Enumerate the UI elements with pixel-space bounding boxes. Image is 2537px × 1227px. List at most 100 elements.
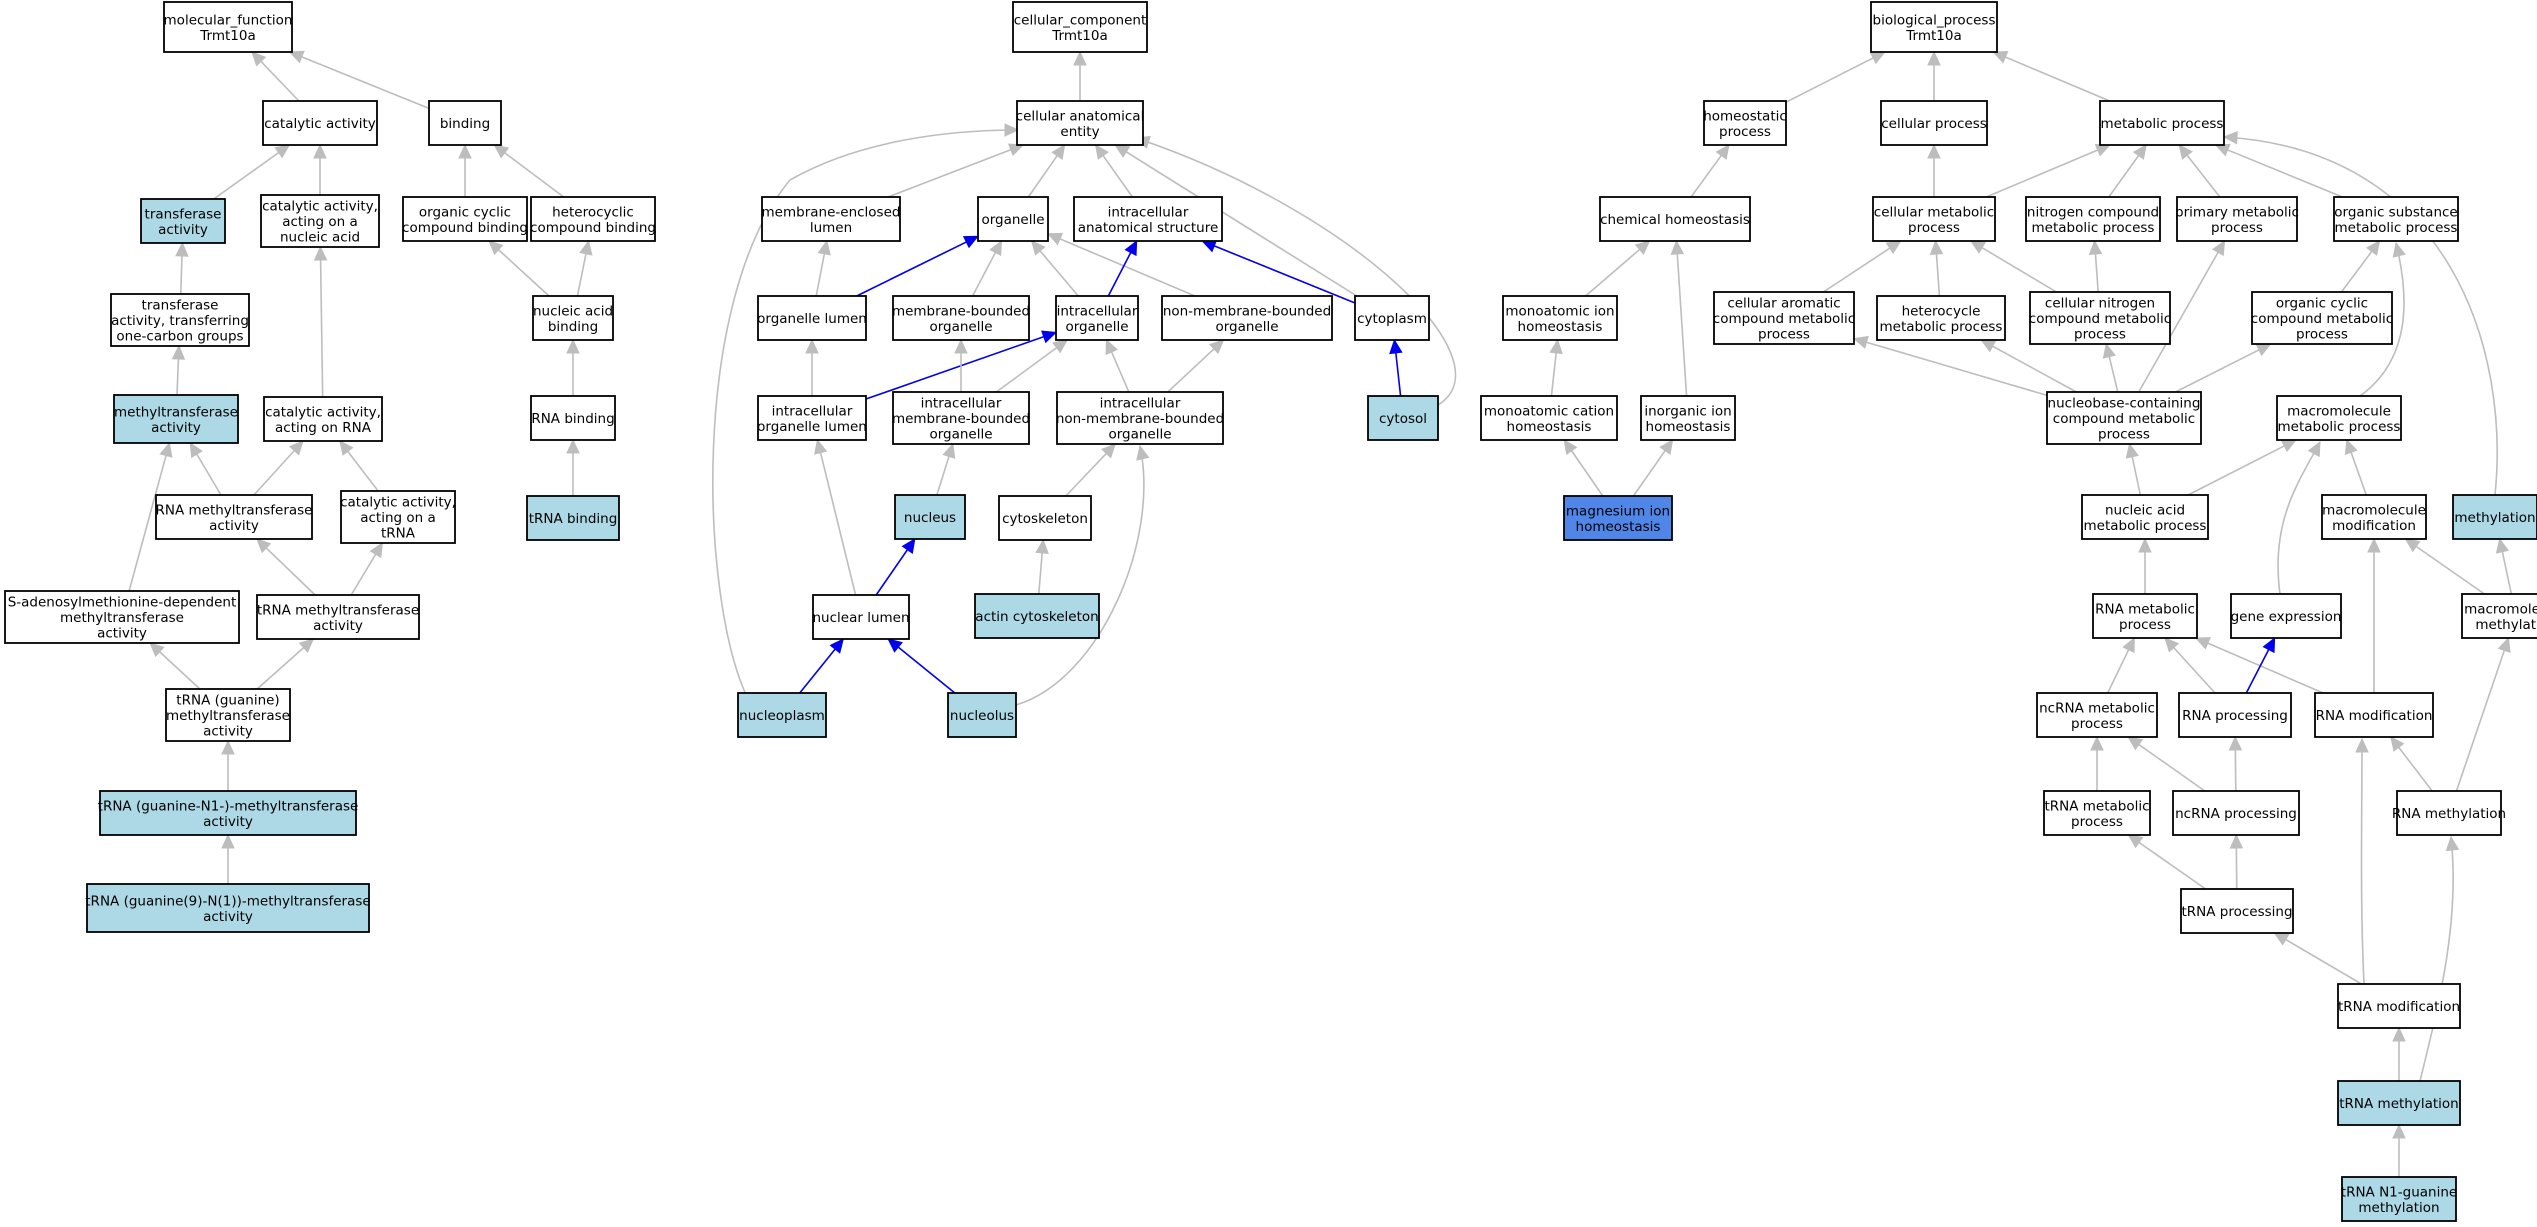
node-label-line: tRNA modification	[2338, 999, 2460, 1015]
edge-line	[865, 335, 1045, 400]
edge-trna_mtase-to-rna_mtase	[256, 538, 316, 596]
node-box	[113, 394, 239, 444]
go-term-node-chemhomeo[interactable]: chemical homeostasis	[1599, 196, 1751, 242]
go-term-node-cytoplasm[interactable]: cytoplasm	[1354, 295, 1430, 341]
go-term-node-org_lumen[interactable]: organelle lumen	[757, 295, 867, 341]
go-term-node-trnaproc[interactable]: tRNA processing	[2180, 888, 2294, 934]
go-term-node-inmbo[interactable]: intracellularnon-membrane-boundedorganel…	[1056, 391, 1224, 445]
go-term-node-cellproc[interactable]: cellular process	[1880, 100, 1988, 146]
node-box	[1880, 100, 1988, 146]
go-term-node-ncrnaproc[interactable]: ncRNA processing	[2172, 790, 2300, 836]
edge-line	[576, 252, 587, 297]
go-term-node-rnaproc[interactable]: RNA processing	[2178, 692, 2292, 738]
edge-macmeth-to-macmod	[2404, 538, 2485, 595]
edge-line	[1101, 154, 1134, 198]
arrowhead	[1927, 143, 1941, 159]
go-term-node-sam[interactable]: S-adenosylmethionine-dependentmethyltran…	[4, 590, 240, 644]
go-term-node-nuc_lumen[interactable]: nuclear lumen	[812, 594, 910, 640]
go-term-node-trna_g9[interactable]: tRNA (guanine(9)-N(1))-methyltransferase…	[85, 883, 371, 933]
go-term-node-metab[interactable]: metabolic process	[2099, 100, 2225, 146]
arrowhead	[954, 338, 968, 354]
go-term-node-nucleolus[interactable]: nucleolus	[947, 692, 1017, 738]
go-term-node-methylation[interactable]: methylation	[2452, 494, 2537, 540]
go-term-node-cytosol[interactable]: cytosol	[1367, 395, 1439, 441]
arrowhead	[1634, 240, 1651, 255]
go-term-node-rnameth[interactable]: RNA methylation	[2392, 790, 2506, 836]
go-term-node-rnab[interactable]: RNA binding	[530, 395, 616, 441]
go-term-node-nucleoplasm[interactable]: nucleoplasm	[737, 692, 827, 738]
go-term-node-rnamod[interactable]: RNA modification	[2314, 692, 2434, 738]
edge-line	[2277, 441, 2321, 595]
go-term-node-trnameth[interactable]: tRNA methylation	[2337, 1080, 2461, 1126]
go-term-node-trna_gn1[interactable]: tRNA (guanine-N1-)-methyltransferaseacti…	[98, 790, 359, 836]
go-term-node-cat[interactable]: catalytic activity	[262, 100, 378, 146]
go-term-node-binding[interactable]: binding	[428, 100, 502, 146]
node-label-line: membrane-enclosed	[762, 204, 901, 220]
node-label-line: process	[2098, 427, 2150, 443]
arrowhead	[2307, 440, 2321, 458]
edge-nab-to-ocb	[488, 240, 550, 297]
node-label-line: activity, transferring	[111, 313, 249, 329]
arrowhead	[2088, 239, 2103, 255]
go-term-node-actin[interactable]: actin cytoskeleton	[974, 593, 1100, 639]
node-label-line: compound metabolic	[1713, 311, 1855, 327]
edge-organelle-to-cae	[1027, 144, 1066, 198]
go-term-node-cat_rna[interactable]: catalytic activity,acting on RNA	[263, 396, 383, 442]
go-term-node-organelle[interactable]: organelle	[977, 196, 1049, 242]
arrowhead	[1041, 330, 1058, 344]
go-term-node-cytoskeleton[interactable]: cytoskeleton	[998, 495, 1092, 541]
edge-line	[213, 151, 280, 200]
go-term-node-nucleus[interactable]: nucleus	[894, 494, 966, 540]
node-box	[1354, 295, 1430, 341]
go-term-node-trnamod[interactable]: tRNA modification	[2337, 983, 2461, 1029]
node-label-line: entity	[1060, 124, 1099, 140]
arrowhead	[2122, 636, 2135, 654]
go-term-node-trnab[interactable]: tRNA binding	[526, 495, 620, 541]
go-term-node-geneexp[interactable]: gene expression	[2230, 593, 2342, 639]
go-term-node-macmeth[interactable]: macromoleculemethylation	[2461, 593, 2537, 639]
